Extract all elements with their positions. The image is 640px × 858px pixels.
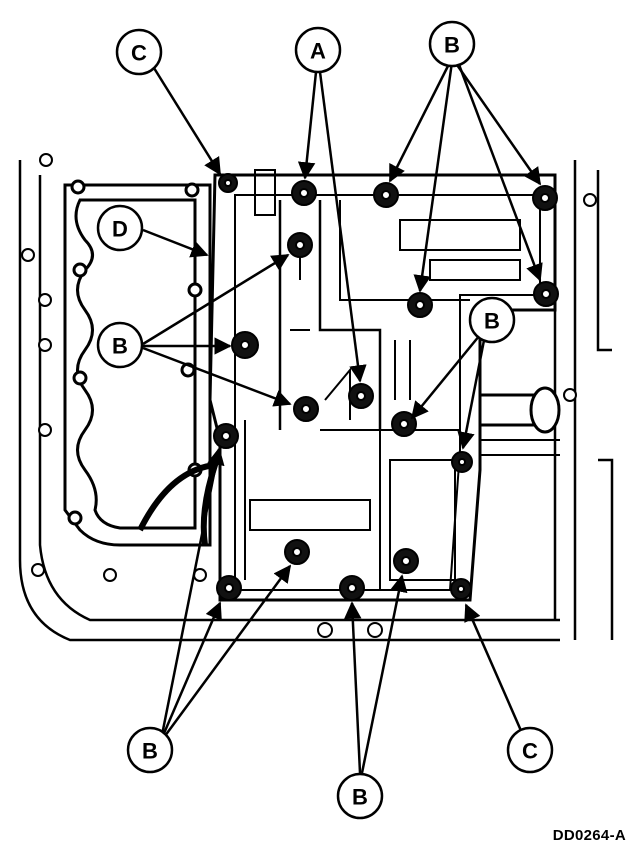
callout-c-top: C xyxy=(115,28,163,76)
svg-text:B: B xyxy=(484,309,500,334)
svg-text:B: B xyxy=(444,33,460,58)
bolt-b-top xyxy=(373,182,399,208)
valve-body-bolts xyxy=(213,173,559,601)
case-holes xyxy=(21,153,597,638)
bolt-b-center xyxy=(407,292,433,318)
bolt-b-bottom-mid-left xyxy=(284,539,310,565)
svg-text:B: B xyxy=(142,739,158,764)
bolt-a-top xyxy=(291,180,317,206)
svg-text:D: D xyxy=(112,217,128,242)
svg-text:A: A xyxy=(310,39,326,64)
bolt-b-bottom-mid xyxy=(339,575,365,601)
callout-c-bottom-right: C xyxy=(506,726,554,774)
callout-b-left: B xyxy=(96,321,144,369)
svg-text:B: B xyxy=(352,785,368,810)
callout-a-top: A xyxy=(294,26,342,74)
svg-text:B: B xyxy=(112,334,128,359)
bolt-b-top-right xyxy=(532,185,558,211)
valve-body-plate xyxy=(208,169,557,602)
bolt-c-bottom-right xyxy=(450,578,472,600)
bolt-b-right-lower xyxy=(451,451,473,473)
manual-shaft xyxy=(478,386,561,456)
bolt-b-left-center xyxy=(231,331,259,359)
bolt-c-top-left xyxy=(218,173,238,193)
callout-b-mid-right: B xyxy=(468,296,516,344)
svg-text:C: C xyxy=(131,41,147,66)
bolt-b-right-2 xyxy=(533,281,559,307)
svg-text:C: C xyxy=(522,739,538,764)
bolt-b-bottom-center xyxy=(393,548,419,574)
figure-id: DD0264-A xyxy=(552,827,626,844)
callout-b-bottom-center: B xyxy=(336,772,384,820)
callout-b-top-right: B xyxy=(428,20,476,68)
leader-arrows xyxy=(142,61,543,774)
bolt-b-bottom-left xyxy=(216,575,242,601)
bolt-b-left-lower xyxy=(213,423,239,449)
bolt-b-upper-left xyxy=(287,232,313,258)
callout-d-left: D xyxy=(96,204,144,252)
bolt-b-mid-left xyxy=(293,396,319,422)
bolt-a-lower xyxy=(348,383,374,409)
bolt-b-mid-right xyxy=(391,411,417,437)
callout-b-bottom-left: B xyxy=(126,726,174,774)
